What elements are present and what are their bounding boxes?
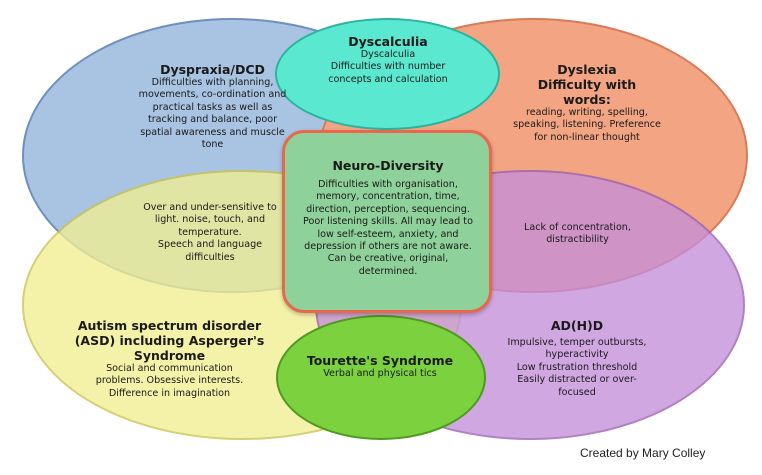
neuro-diversity-text: Neuro-Diversity Difficulties with organi… [300,158,476,278]
autism-text: Autism spectrum disorder (ASD) including… [62,318,277,400]
tourette-ellipse [276,315,486,440]
sensory-overlap-description: Over and under-sensitive to light. noise… [143,202,277,263]
dyslexia-title: Dyslexia Difficulty with words: [537,62,637,107]
neuro-diversity-description: Difficulties with organisation, memory, … [303,179,473,277]
attention-overlap-text: Lack of concentration, distractibility [515,222,640,247]
tourette-description: Verbal and physical tics [323,368,437,379]
dyslexia-description: reading, writing, spelling, speaking, li… [513,107,661,143]
attention-overlap-description: Lack of concentration, distractibility [524,222,631,246]
dyspraxia-title: Dyspraxia/DCD [160,62,265,77]
neuro-diversity-title: Neuro-Diversity [332,158,444,173]
dyspraxia-text: Dyspraxia/DCD Difficulties with planning… [135,62,290,151]
autism-description: Social and communication problems. Obses… [95,363,244,399]
neuro-diversity-box [282,130,492,313]
dyscalculia-description: Dyscalculia Difficulties with number con… [328,49,448,85]
dyscalculia-ellipse [275,18,500,130]
dyscalculia-title: Dyscalculia [348,34,428,49]
tourette-text: Tourette's Syndrome Verbal and physical … [300,353,460,380]
sensory-overlap-text: Over and under-sensitive to light. noise… [140,202,280,264]
adhd-text: AD(H)D Impulsive, temper outbursts, hype… [507,318,647,399]
dyscalculia-text: Dyscalculia Dyscalculia Difficulties wit… [318,34,458,86]
dyspraxia-description: Difficulties with planning, movements, c… [138,77,287,151]
dyslexia-text: Dyslexia Difficulty with words: reading,… [512,62,662,144]
adhd-description: Impulsive, temper outbursts, hyperactivi… [507,337,647,398]
credit-text: Created by Mary Colley [580,446,706,460]
adhd-title: AD(H)D [550,318,604,333]
tourette-title: Tourette's Syndrome [306,353,454,368]
autism-title: Autism spectrum disorder (ASD) including… [74,318,265,363]
